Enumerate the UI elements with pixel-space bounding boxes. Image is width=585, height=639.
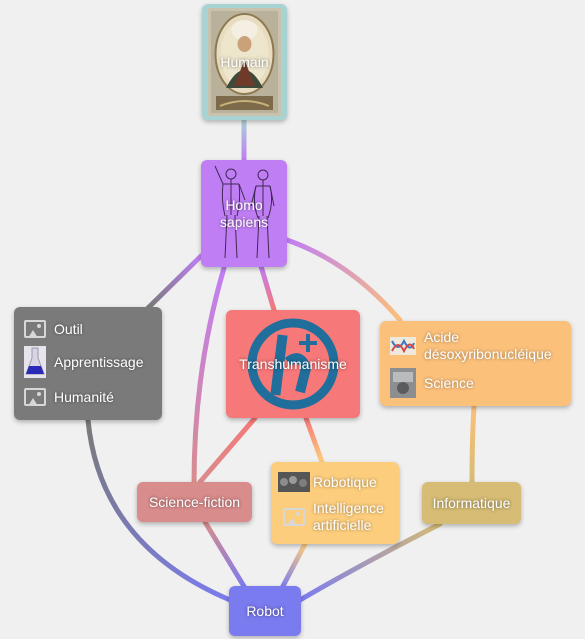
image-placeholder-icon (24, 388, 46, 406)
image-placeholder-icon (283, 508, 305, 526)
node-label: Robot (246, 602, 284, 619)
item-label: Robotique (313, 473, 377, 490)
item-label: Acide désoxyribonucléique (424, 329, 552, 362)
node-label: Humain (220, 53, 269, 70)
node-humain[interactable]: Humain (202, 4, 287, 120)
node-group-adn[interactable]: Acide désoxyribonucléique Science (380, 321, 571, 406)
item-label: Intelligence artificielle (313, 500, 384, 533)
list-item-outil[interactable]: Outil (24, 320, 83, 338)
node-label: Transhumanisme (239, 355, 347, 372)
edge-homo-sapiens-outil (145, 253, 204, 311)
robotique-image (278, 472, 310, 492)
edge-transhumanisme-science-fiction (197, 415, 258, 485)
node-group-robotique[interactable]: Robotique Intelligence artificielle (271, 462, 399, 544)
item-label: Outil (54, 320, 83, 337)
list-item-humanite[interactable]: Humanité (24, 388, 114, 406)
homo-sapiens-figures-image (214, 165, 275, 259)
edge-homo-sapiens-science-fiction (191, 265, 227, 487)
edge-homo-sapiens-transhumanisme (258, 263, 277, 313)
humain-portrait-image (208, 8, 281, 116)
item-label: Apprentissage (54, 353, 144, 370)
edge-outil-robot (85, 417, 233, 603)
node-homo-sapiens[interactable]: Homo sapiens (201, 160, 287, 267)
edge-informatique-robot (297, 521, 443, 603)
dna-image (390, 337, 416, 355)
image-placeholder-icon (24, 320, 46, 338)
node-label: Homo sapiens (219, 196, 269, 230)
edge-science-fiction-robot (202, 519, 248, 591)
item-label: Humanité (54, 388, 114, 405)
transhumanism-h-plus-logo (247, 318, 339, 410)
item-label: Science (424, 374, 474, 391)
node-label: Science-fiction (148, 493, 241, 510)
node-robot[interactable]: Robot (229, 586, 301, 636)
edge-homo-sapiens-adn (284, 237, 403, 323)
edge-robotique-robot (279, 541, 308, 591)
list-item-adn[interactable]: Acide désoxyribonucléique (390, 329, 574, 363)
node-transhumanisme[interactable]: Transhumanisme (226, 310, 360, 418)
list-item-robotique[interactable]: Robotique (278, 472, 377, 492)
list-item-apprentissage[interactable]: Apprentissage (24, 346, 144, 378)
edge-adn-informatique (469, 403, 477, 485)
list-item-science[interactable]: Science (390, 368, 474, 398)
apprentissage-flask-image (24, 346, 46, 378)
science-image (390, 368, 416, 398)
edge-transhumanisme-robotique (303, 415, 325, 465)
list-item-intelligence-artificielle[interactable]: Intelligence artificielle (283, 500, 401, 534)
node-science-fiction[interactable]: Science-fiction (137, 482, 252, 522)
node-informatique[interactable]: Informatique (422, 482, 521, 524)
node-group-outil[interactable]: Outil Apprentissage Humanité (14, 307, 162, 420)
node-label: Informatique (432, 494, 511, 511)
